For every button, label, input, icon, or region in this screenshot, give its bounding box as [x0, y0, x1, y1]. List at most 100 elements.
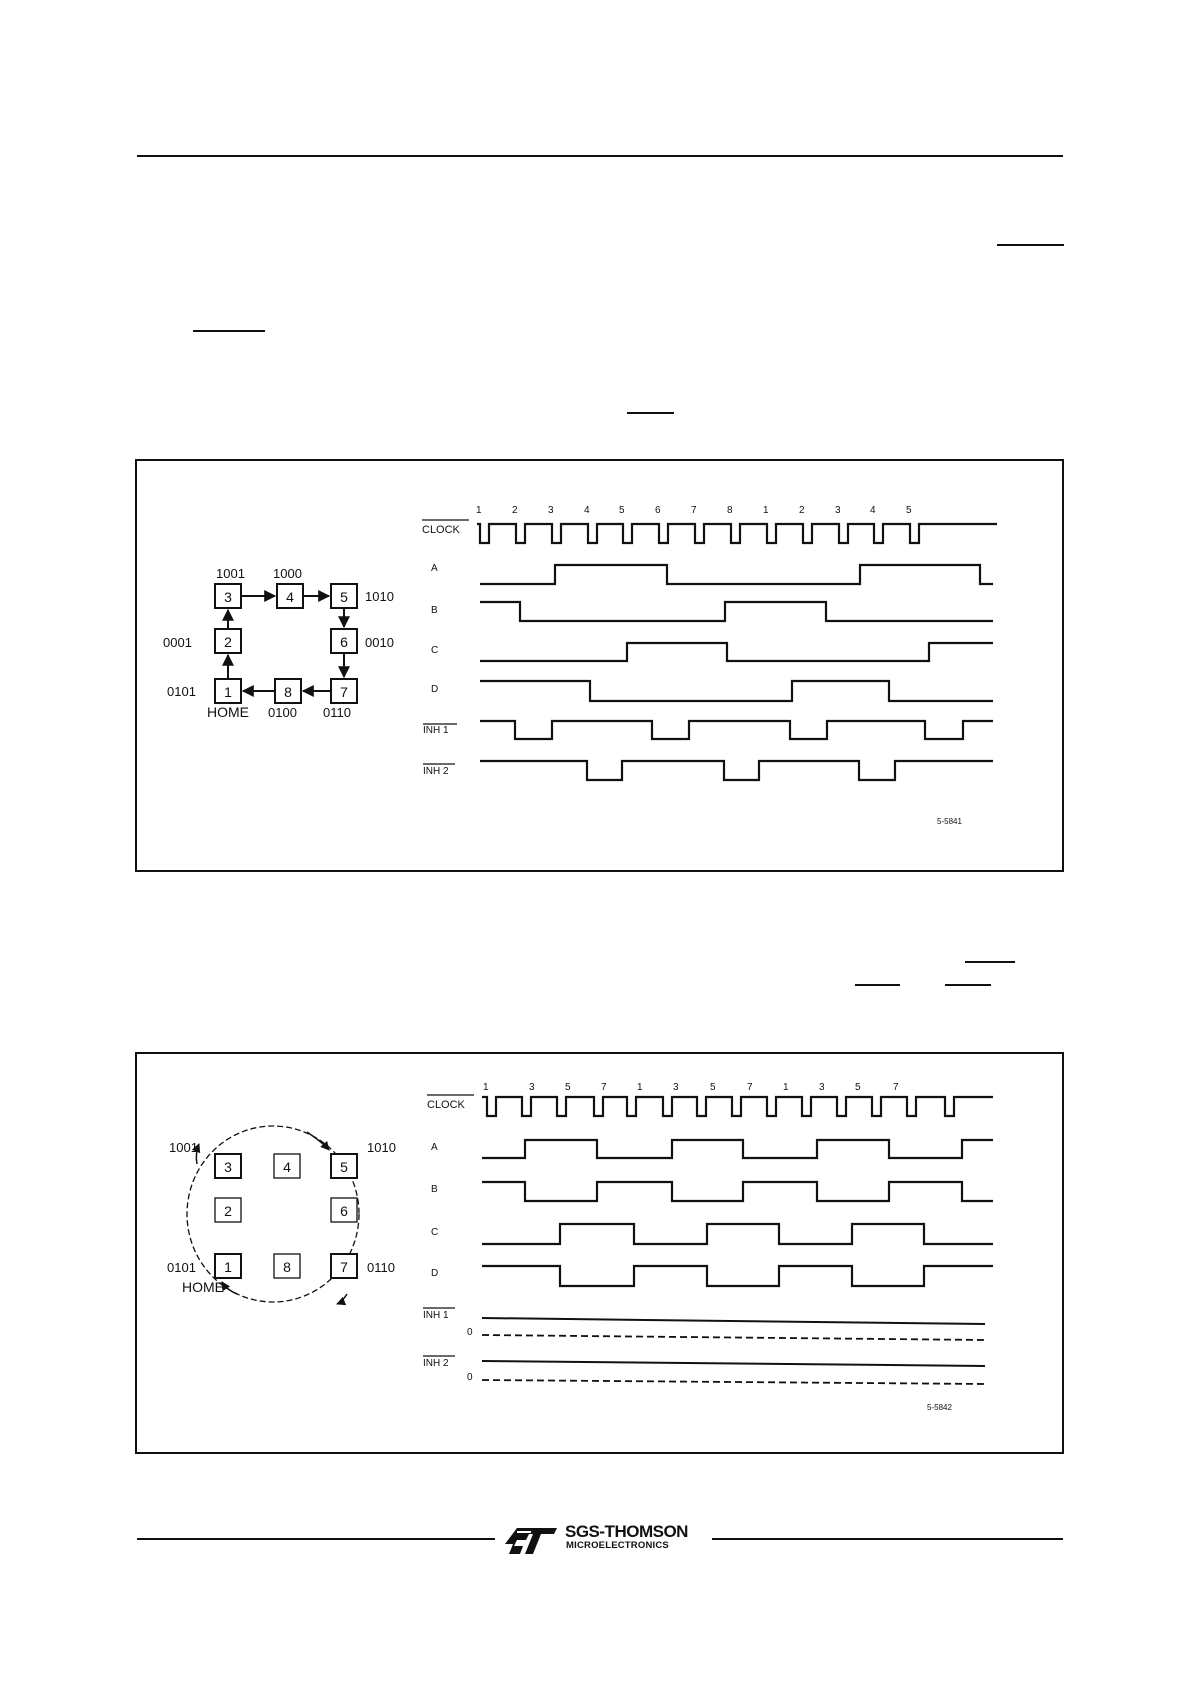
svg-text:2: 2 [224, 634, 232, 650]
overline-mark-4 [965, 961, 1015, 963]
timing-waveforms [477, 522, 997, 782]
state-box-6: 6 [330, 1197, 358, 1223]
state-box-5: 5 [330, 583, 358, 609]
clock-step-number: 5 [855, 1082, 861, 1093]
clock-step-number: 3 [548, 505, 554, 516]
signal-a-waveform [480, 563, 993, 586]
clock-step-number: 3 [529, 1082, 535, 1093]
signal-b-waveform [482, 1180, 993, 1203]
signal-label-a: A [431, 563, 438, 574]
signal-d-waveform [480, 679, 993, 703]
clock-step-number: 6 [655, 505, 661, 516]
state-code-5: 1010 [367, 1140, 396, 1155]
state-box-8: 8 [273, 1253, 301, 1279]
clock-step-number: 5 [619, 505, 625, 516]
clock-step-number: 4 [584, 505, 590, 516]
state-code-5: 1010 [365, 589, 394, 604]
signal-a-waveform [482, 1138, 993, 1160]
state-box-1: 1 [214, 1253, 242, 1279]
svg-text:2: 2 [224, 1203, 232, 1219]
clock-step-number: 4 [870, 505, 876, 516]
rotation-loop [186, 1125, 360, 1303]
brand-name: SGS-THOMSON [565, 1522, 688, 1541]
clock-step-number: 7 [893, 1082, 899, 1093]
home-label: HOME [207, 704, 249, 720]
signal-inh1-zero-line [481, 1334, 986, 1341]
footer-rule-left [137, 1538, 495, 1540]
clock-step-number: 2 [512, 505, 518, 516]
loop-arrow-top [306, 1131, 330, 1151]
svg-text:5: 5 [340, 1159, 348, 1175]
state-box-8: 8 [274, 678, 302, 704]
loop-arrow-home [221, 1281, 238, 1295]
signal-label-b: B [431, 1184, 438, 1195]
svg-text:3: 3 [224, 1159, 232, 1175]
state-box-7: 7 [330, 1253, 358, 1279]
clock-step-number: 7 [691, 505, 697, 516]
inh2-zero-level: 0 [467, 1372, 473, 1383]
clock-step-number: 5 [906, 505, 912, 516]
clock-step-number: 1 [476, 505, 482, 516]
state-box-7: 7 [330, 678, 358, 704]
state-transition-arrows [222, 590, 350, 697]
overline-mark-6 [945, 984, 991, 986]
st-logo-icon [505, 1528, 557, 1554]
svg-text:6: 6 [340, 1203, 348, 1219]
state-code-4: 1000 [273, 566, 302, 581]
signal-c-waveform [480, 641, 993, 663]
svg-text:7: 7 [340, 1259, 348, 1275]
clock-step-number: 1 [637, 1082, 643, 1093]
signal-d-waveform [482, 1264, 993, 1288]
state-box-3: 3 [214, 1153, 242, 1179]
svg-text:1: 1 [224, 684, 232, 700]
signal-label-d: D [431, 684, 438, 695]
state-code-7: 0110 [367, 1260, 395, 1275]
figure-ref-code: 5-5842 [927, 1403, 952, 1412]
svg-text:4: 4 [283, 1159, 291, 1175]
svg-text:7: 7 [340, 684, 348, 700]
clock-step-number: 3 [835, 505, 841, 516]
clock-step-number: 7 [601, 1082, 607, 1093]
clock-step-number: 5 [565, 1082, 571, 1093]
overline-mark-5 [855, 984, 900, 986]
state-code-6: 0010 [365, 635, 394, 650]
signal-label-clock: CLOCK [422, 524, 461, 536]
clock-step-number: 1 [783, 1082, 789, 1093]
signal-label-d: D [431, 1268, 438, 1279]
home-label: HOME [182, 1279, 224, 1295]
overline-mark-1 [997, 244, 1064, 246]
clock-step-number: 8 [727, 505, 733, 516]
loop-arrow-right [336, 1293, 348, 1306]
sgs-thomson-logo: SGS-THOMSON MICROELECTRONICS [505, 1522, 705, 1558]
figure-1-frame: 3 4 5 2 6 1 8 7 1001 1000 1010 0001 0010… [135, 459, 1064, 872]
clock-waveform [477, 522, 997, 545]
signal-inh1-waveform [480, 719, 993, 741]
signal-inh2-waveform [480, 759, 993, 782]
state-box-2: 2 [214, 628, 242, 654]
signal-label-inh2: INH 2 [423, 766, 449, 777]
state-code-3: 1001 [216, 566, 245, 581]
svg-text:4: 4 [286, 589, 294, 605]
signal-label-a: A [431, 1142, 438, 1153]
signal-inh2-high-line [481, 1360, 986, 1367]
figure-2-diagram: 3 4 5 2 6 1 8 7 1001 1010 0 1 0 1 0110 HOME… [167, 1082, 993, 1412]
svg-text:6: 6 [340, 634, 348, 650]
signal-b-waveform [480, 600, 993, 623]
clock-step-number: 1 [763, 505, 769, 516]
state-code-3: 1001 [169, 1140, 198, 1155]
state-box-3: 3 [214, 583, 242, 609]
clock-step-number: 5 [710, 1082, 716, 1093]
overline-mark-2 [193, 330, 265, 332]
state-box-5: 5 [330, 1153, 358, 1179]
signal-c-waveform [482, 1222, 993, 1246]
state-code-8: 0100 [268, 705, 297, 720]
svg-text:3: 3 [224, 589, 232, 605]
inh1-zero-level: 0 [467, 1327, 473, 1338]
signal-label-inh2: INH 2 [423, 1358, 449, 1369]
state-code-1: 0101 [167, 684, 196, 699]
signal-label-inh1: INH 1 [423, 725, 449, 736]
signal-inh1-high-line [481, 1317, 986, 1325]
signal-label-clock: CLOCK [427, 1099, 466, 1111]
clock-waveform [482, 1095, 993, 1118]
